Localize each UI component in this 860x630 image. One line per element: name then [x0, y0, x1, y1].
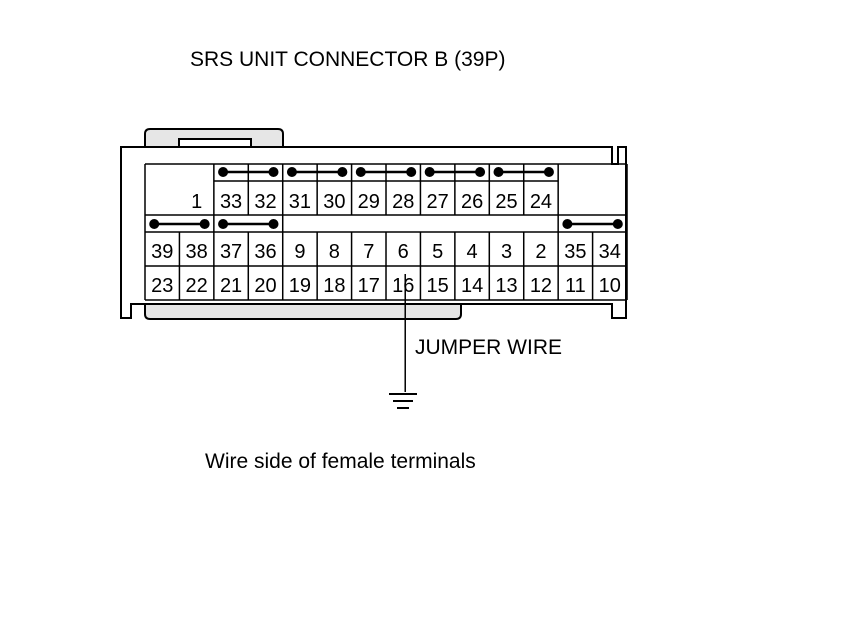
shorting-bar-dot — [562, 219, 573, 229]
terminal-cell: 35 — [564, 241, 586, 263]
shorting-bar-dot — [268, 167, 279, 177]
terminal-cell: 5 — [432, 241, 443, 263]
terminal-cell: 22 — [186, 275, 208, 297]
terminal-cell: 12 — [530, 275, 552, 297]
shorting-bar-dot — [493, 167, 504, 177]
terminal-cell: 38 — [186, 241, 208, 263]
terminal-cell: 17 — [358, 275, 380, 297]
terminal-cell: 27 — [427, 191, 449, 213]
shorting-bar — [355, 167, 417, 177]
terminal-cell: 19 — [289, 275, 311, 297]
shorting-bar-dot — [337, 167, 348, 177]
shorting-bars — [149, 167, 623, 229]
shorting-bar-dot — [268, 219, 279, 229]
terminal-cell: 6 — [398, 241, 409, 263]
shorting-bar-dot — [355, 167, 366, 177]
terminal-cell: 26 — [461, 191, 483, 213]
terminal-cell: 16 — [392, 275, 414, 297]
shorting-bar — [424, 167, 486, 177]
shorting-bar-dot — [475, 167, 486, 177]
shorting-bar-dot — [218, 219, 229, 229]
shorting-bar — [286, 167, 348, 177]
shorting-bar — [149, 219, 210, 229]
terminal-cell: 9 — [294, 241, 305, 263]
shorting-bar — [218, 167, 279, 177]
diagram-caption: Wire side of female terminals — [205, 450, 476, 473]
terminal-cell: 21 — [220, 275, 242, 297]
terminal-cell: 39 — [151, 241, 173, 263]
shorting-bar-dot — [406, 167, 417, 177]
jumper-wire-label: JUMPER WIRE — [415, 336, 562, 359]
terminal-cell: 20 — [254, 275, 276, 297]
shorting-bar — [562, 219, 623, 229]
terminal-row-1: 1 33 32 31 30 29 28 27 26 25 24 — [191, 191, 552, 213]
terminal-cell: 31 — [289, 191, 311, 213]
terminal-cell: 3 — [501, 241, 512, 263]
terminal-cell: 34 — [599, 241, 621, 263]
shorting-bar — [493, 167, 554, 177]
terminal-cell: 15 — [427, 275, 449, 297]
shorting-bar-dot — [149, 219, 160, 229]
terminal-cell: 18 — [323, 275, 345, 297]
shorting-bar-dot — [612, 219, 623, 229]
shorting-bar-dot — [199, 219, 210, 229]
terminal-cell: 24 — [530, 191, 552, 213]
terminal-cell: 8 — [329, 241, 340, 263]
terminal-cell: 36 — [254, 241, 276, 263]
terminal-cell: 7 — [363, 241, 374, 263]
terminal-cell: 23 — [151, 275, 173, 297]
terminal-cell: 29 — [358, 191, 380, 213]
terminal-cell: 2 — [535, 241, 546, 263]
shorting-bar-dot — [286, 167, 297, 177]
terminal-row-3: 23 22 21 20 19 18 17 16 15 14 13 12 11 1… — [151, 275, 621, 297]
terminal-cell: 13 — [495, 275, 517, 297]
terminal-cell: 4 — [467, 241, 478, 263]
shorting-bar-dot — [543, 167, 554, 177]
terminal-cell: 37 — [220, 241, 242, 263]
terminal-cell: 10 — [599, 275, 621, 297]
terminal-cell: 33 — [220, 191, 242, 213]
shorting-bar-dot — [424, 167, 435, 177]
ground-icon — [389, 393, 417, 409]
terminal-cell: 11 — [565, 275, 586, 297]
shorting-bar — [218, 219, 279, 229]
terminal-cell: 14 — [461, 275, 483, 297]
terminal-cell: 25 — [495, 191, 517, 213]
shorting-bar-dot — [218, 167, 229, 177]
terminal-cell: 28 — [392, 191, 414, 213]
terminal-cell: 32 — [254, 191, 276, 213]
terminal-row-2: 39 38 37 36 9 8 7 6 5 4 3 2 35 34 — [151, 241, 621, 263]
terminal-cell: 30 — [323, 191, 345, 213]
diagram-title: SRS UNIT CONNECTOR B (39P) — [190, 48, 505, 71]
terminal-cell: 1 — [191, 191, 202, 213]
